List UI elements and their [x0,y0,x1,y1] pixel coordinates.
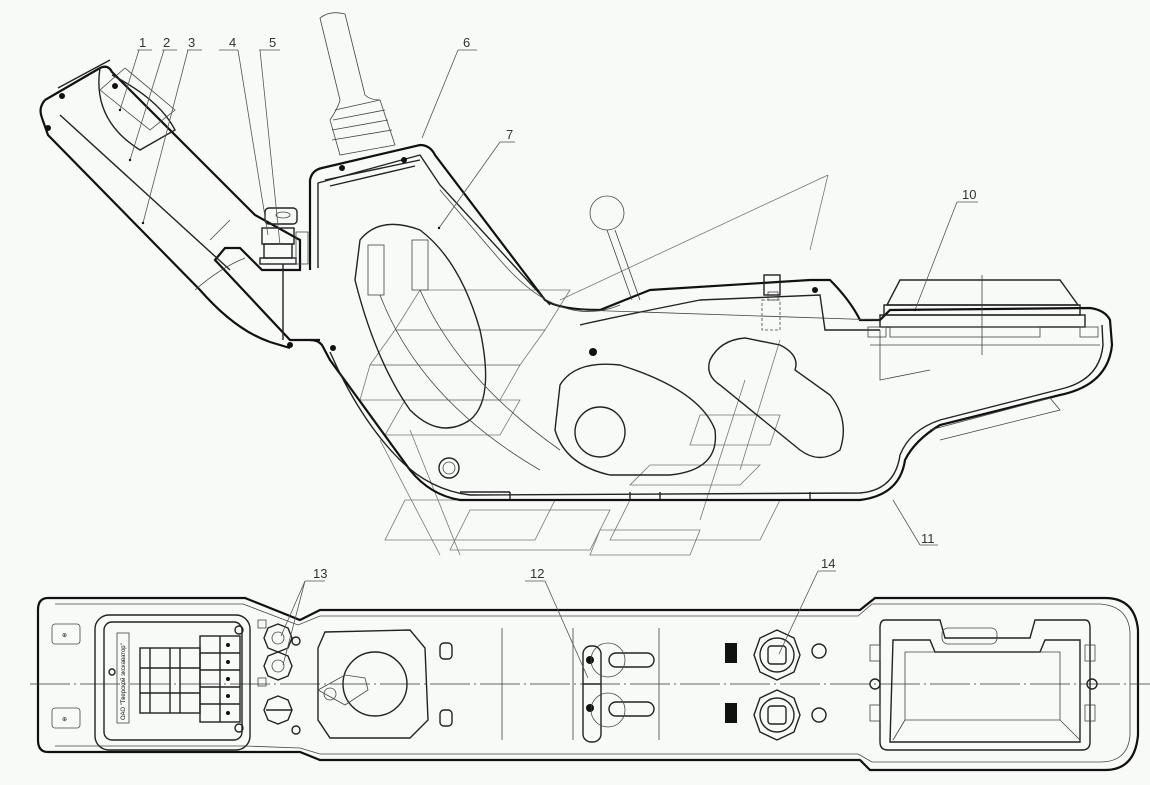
callout-4: 4 [219,35,269,236]
svg-text:6: 6 [463,35,470,50]
svg-text:14: 14 [821,556,835,571]
callout-12: 12 [525,566,589,679]
switch-plate: ⊕ ⊕ ОАО "Тверской экскаватор" [51,614,251,751]
console-body [308,143,1114,502]
top-view: ⊕ ⊕ ОАО "Тверской экскаватор" [30,596,1150,772]
joystick-base-top [317,628,503,740]
callout-13: 13 [280,566,327,666]
valve-block [354,223,561,471]
svg-text:⊕: ⊕ [62,717,67,723]
svg-text:12: 12 [530,566,544,581]
svg-text:⊕: ⊕ [62,633,67,639]
lever-bracket [572,628,660,743]
svg-text:11: 11 [921,531,935,546]
callout-6: 6 [421,35,477,139]
key-switch [259,207,309,340]
armrest [39,59,320,350]
lower-cutouts [287,157,844,479]
svg-text:3: 3 [188,35,195,50]
callouts: 1 2 3 4 5 6 [118,35,978,679]
callout-11: 11 [892,499,938,546]
svg-text:1: 1 [139,35,146,50]
svg-text:4: 4 [229,35,236,50]
svg-text:10: 10 [962,187,976,202]
svg-text:13: 13 [313,566,327,581]
side-view [39,12,1114,556]
svg-text:5: 5 [269,35,276,50]
svg-text:2: 2 [163,35,170,50]
nameplate-text: ОАО "Тверской экскаватор" [120,643,127,720]
joystick [319,12,396,156]
control-knobs [725,629,827,741]
mount-bracket [761,274,781,331]
callout-7: 7 [437,127,515,230]
display-module [867,275,1099,355]
callout-10: 10 [913,187,978,312]
callout-14: 14 [778,556,836,655]
callout-3: 3 [141,35,202,225]
gear-lever [589,195,641,301]
callout-1: 1 [118,35,152,112]
callout-5: 5 [259,35,281,246]
indicator-buttons [257,619,301,735]
display-top [869,619,1098,751]
callout-2: 2 [128,35,177,162]
svg-text:7: 7 [506,127,513,142]
